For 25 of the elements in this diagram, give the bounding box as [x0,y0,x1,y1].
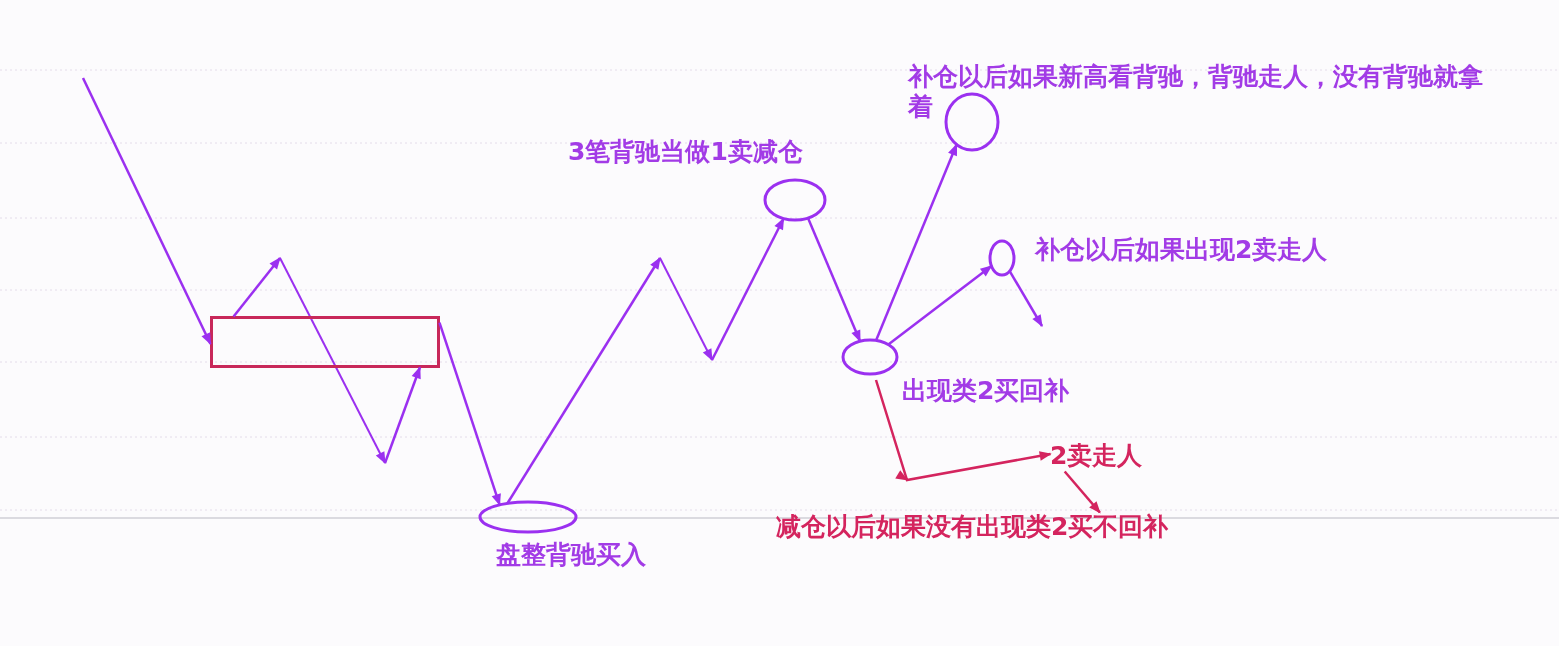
arrow [806,217,862,343]
annotation-text: 盘整背驰买入 [496,540,647,570]
annotation-text: 3笔背驰当做1卖减仓 [568,137,804,167]
annotation-text: 减仓以后如果没有出现类2买不回补 [776,512,1169,542]
arrow [383,366,422,464]
highlight-ellipse [841,338,899,376]
arrow [1008,270,1044,328]
arrow [1063,470,1101,514]
arrow [710,217,785,361]
arrow [81,77,212,346]
highlight-ellipse [944,92,1000,152]
arrow [232,257,281,318]
annotation-text: 补仓以后如果出现2卖走人 [1035,235,1329,265]
arrow [887,265,993,346]
annotation-text: 出现类2买回补 [902,376,1071,406]
annotation-text: 2卖走人 [1050,441,1143,471]
arrow [438,322,501,507]
arrow [874,143,958,341]
highlight-ellipse [988,239,1016,277]
range-box [210,316,440,368]
highlight-ellipse [478,500,578,534]
highlight-ellipse [763,178,827,222]
arrow [506,257,662,505]
annotation-text: 补仓以后如果新高看背驰，背驰走人，没有背驰就拿着 [908,62,1484,122]
arrow [874,379,1052,482]
